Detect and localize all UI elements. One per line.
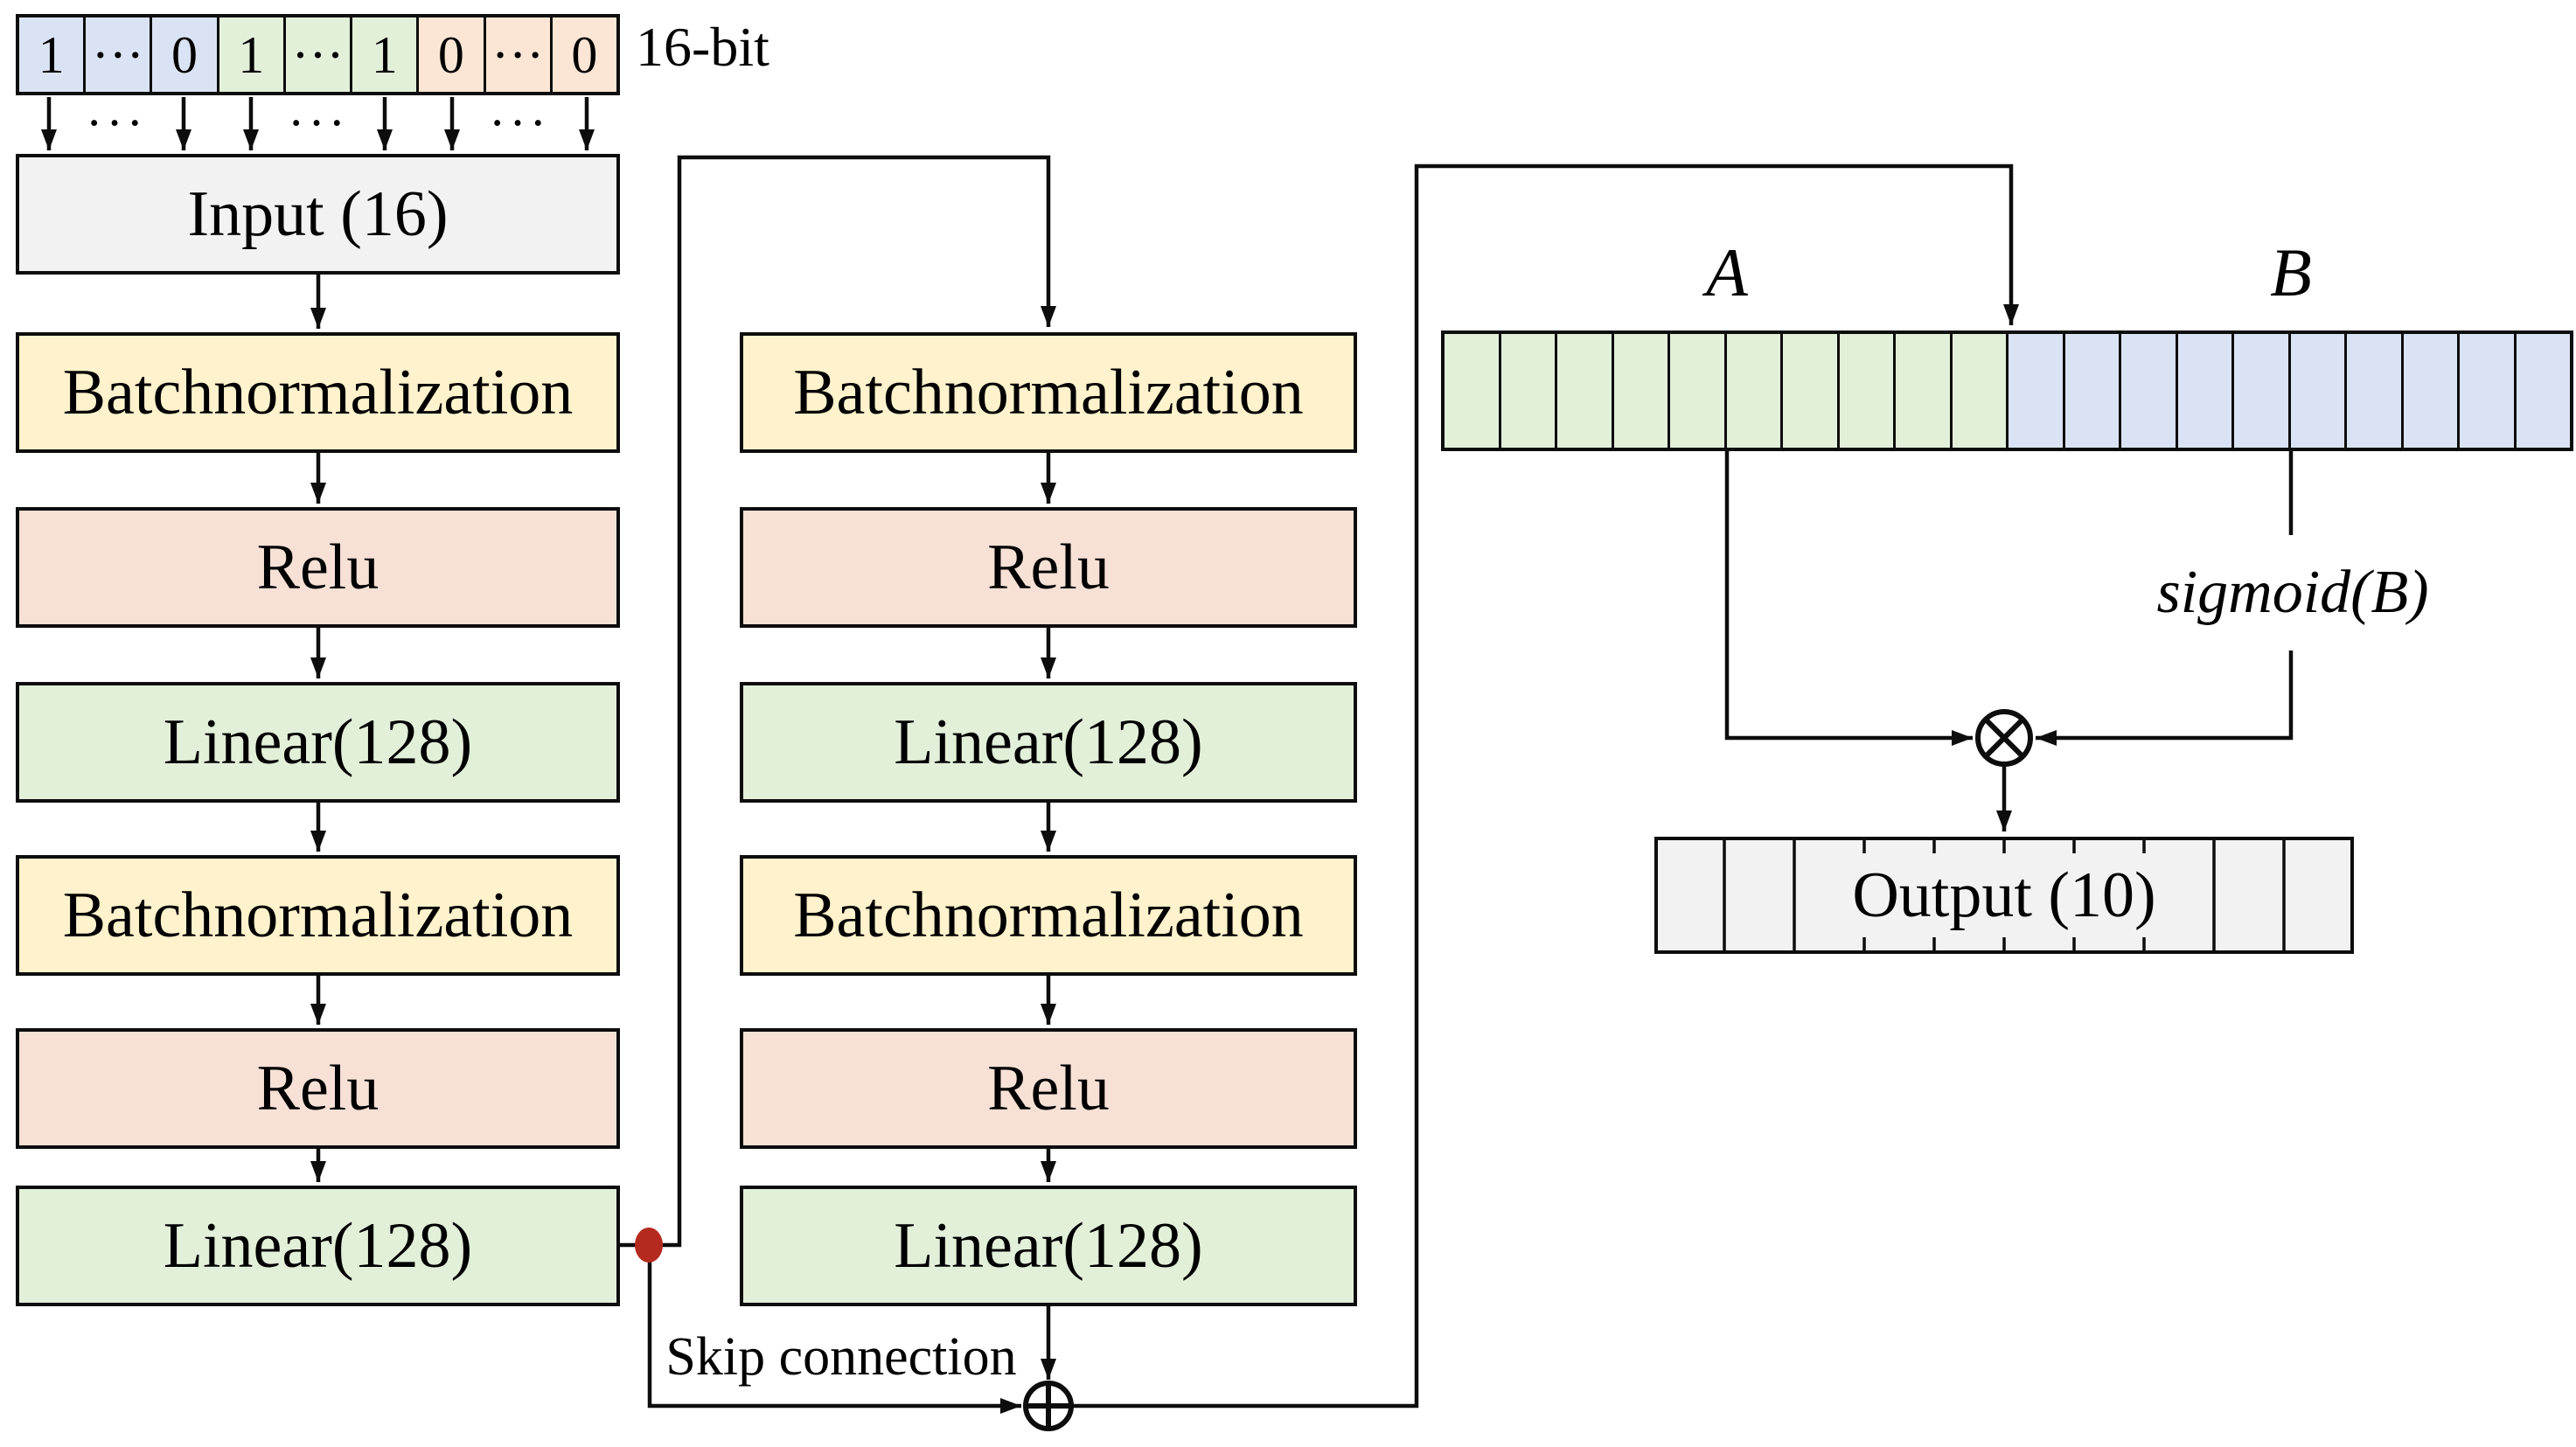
multiply-operator-icon xyxy=(1975,709,2033,767)
output-label: Output (10) xyxy=(1852,859,2156,931)
gate-cell-a xyxy=(1952,334,2009,448)
layer-box-batchnorm: Batchnormalization xyxy=(740,855,1357,976)
gate-cell-a xyxy=(1445,334,1501,448)
bit-cell: 0 xyxy=(419,17,486,92)
fanin-ellipsis: ··· xyxy=(489,94,550,151)
bit-width-label: 16-bit xyxy=(636,16,769,78)
bit-cell: 0 xyxy=(552,17,616,92)
add-operator-cross xyxy=(1027,1384,1070,1428)
gate-cell-b xyxy=(2121,334,2178,448)
gate-cell-a xyxy=(1783,334,1840,448)
bit-cell: ··· xyxy=(285,17,353,92)
gate-cell-a xyxy=(1726,334,1783,448)
gate-cell-b xyxy=(2403,334,2460,448)
gate-cell-a xyxy=(1500,334,1557,448)
layer-box-input: Input (16) xyxy=(16,154,620,275)
junction-dot xyxy=(635,1228,663,1263)
fanin-ellipsis: ··· xyxy=(86,94,147,151)
gate-cell-b xyxy=(2064,334,2121,448)
a-branch-line xyxy=(1724,451,1973,746)
bit-cell: 0 xyxy=(152,17,219,92)
layer-box-linear: Linear(128) xyxy=(16,682,620,803)
fanin-ellipsis: ··· xyxy=(288,94,349,151)
gate-cell-a xyxy=(1613,334,1670,448)
gate-bar-ab xyxy=(1441,330,2573,451)
bit-cell: 1 xyxy=(352,17,420,92)
gate-cell-b xyxy=(2516,334,2570,448)
gate-cell-b xyxy=(2460,334,2517,448)
gate-cell-b xyxy=(2347,334,2404,448)
output-layer-bar: Output (10) xyxy=(1654,837,2354,954)
layer-box-batchnorm: Batchnormalization xyxy=(16,332,620,453)
gate-b-label: B xyxy=(2270,234,2312,310)
sigmoid-label: sigmoid(B) xyxy=(2156,559,2429,626)
layer-box-relu: Relu xyxy=(16,507,620,628)
bit-cell: 1 xyxy=(19,17,87,92)
bit-cell: ··· xyxy=(86,17,153,92)
gate-cell-b xyxy=(2009,334,2065,448)
gate-cell-b xyxy=(2234,334,2291,448)
layer-box-linear: Linear(128) xyxy=(740,1186,1357,1306)
bit-register: 1 ··· 0 1 ··· 1 0 ··· 0 xyxy=(16,14,620,95)
skip-connection-label: Skip connection xyxy=(665,1327,1017,1387)
gate-cell-b xyxy=(2177,334,2234,448)
layer-box-relu: Relu xyxy=(740,507,1357,628)
layer-box-linear: Linear(128) xyxy=(16,1186,620,1306)
gate-cell-a xyxy=(1557,334,1614,448)
layer-box-relu: Relu xyxy=(16,1028,620,1149)
gate-a-label: A xyxy=(1706,234,1748,310)
bit-cell: 1 xyxy=(219,17,286,92)
layer-box-linear: Linear(128) xyxy=(740,682,1357,803)
bit-cell: ··· xyxy=(485,17,553,92)
gate-cell-a xyxy=(1839,334,1896,448)
gate-cell-a xyxy=(1670,334,1727,448)
layer-box-batchnorm: Batchnormalization xyxy=(740,332,1357,453)
gate-cell-b xyxy=(2290,334,2347,448)
layer-box-relu: Relu xyxy=(740,1028,1357,1149)
b-branch-line-lower xyxy=(2036,650,2294,746)
multiply-operator-cross xyxy=(1983,717,2025,759)
gate-cell-a xyxy=(1896,334,1953,448)
add-operator-icon xyxy=(1023,1381,1074,1431)
layer-box-batchnorm: Batchnormalization xyxy=(16,855,620,976)
